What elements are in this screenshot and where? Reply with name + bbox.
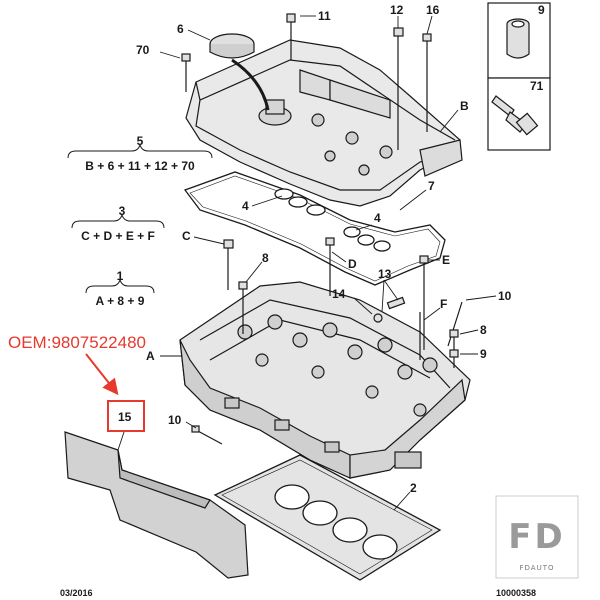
valve-cover (185, 39, 463, 207)
watermark-brand: FDAUTO (520, 564, 555, 572)
label-4a: 4 (242, 199, 249, 213)
label-14: 14 (332, 287, 346, 301)
label-B: B (460, 99, 469, 113)
oem-number: OEM:9807522480 (8, 333, 146, 352)
label-7: 7 (428, 179, 435, 193)
label-9b: 9 (480, 347, 487, 361)
label-A: A (146, 349, 155, 363)
cylinder-head (179, 281, 471, 479)
inset-boxes (487, 2, 551, 151)
oil-filler-cap (209, 33, 270, 111)
label-15: 15 (118, 410, 132, 424)
label-4b: 4 (374, 211, 381, 225)
label-16: 16 (426, 3, 440, 17)
highlight-box-15 (107, 400, 145, 432)
label-12: 12 (390, 3, 404, 17)
footer-date: 03/2016 (60, 588, 93, 598)
formula-3-parts: C + D + E + F (81, 229, 155, 243)
head-gasket (213, 454, 442, 581)
footer-ref: 10000358 (496, 588, 536, 598)
formula-5-parts: B + 6 + 11 + 12 + 70 (85, 159, 195, 173)
inset-label-71: 71 (530, 79, 544, 93)
label-8a: 8 (262, 251, 269, 265)
formula-braces (67, 143, 213, 294)
label-D: D (348, 257, 357, 271)
label-E: E (442, 253, 450, 267)
leader-lines (117, 15, 497, 511)
bolts (181, 13, 463, 445)
formula-1-number: 1 (117, 269, 124, 283)
label-8b: 8 (480, 323, 487, 337)
tube-seals (274, 188, 391, 252)
label-2: 2 (410, 481, 417, 495)
label-C: C (182, 229, 191, 243)
label-F: F (440, 297, 447, 311)
formula-5-number: 5 (137, 134, 144, 148)
label-10a: 10 (498, 289, 512, 303)
formula-3-number: 3 (119, 204, 126, 218)
label-10b: 10 (168, 413, 182, 427)
label-6: 6 (177, 22, 184, 36)
label-70: 70 (136, 43, 150, 57)
oem-arrow (85, 353, 119, 396)
label-13: 13 (378, 267, 392, 281)
watermark-logo: FD (508, 517, 565, 557)
inset-label-9: 9 (538, 3, 545, 17)
heat-shield (64, 431, 249, 579)
label-11: 11 (318, 9, 331, 23)
watermark: FD FDAUTO (495, 495, 579, 579)
formula-1-parts: A + 8 + 9 (96, 294, 145, 308)
